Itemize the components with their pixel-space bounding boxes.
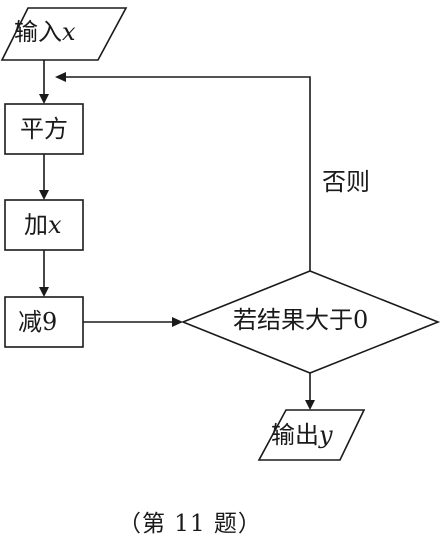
add-x-variable: x	[48, 211, 62, 239]
output-label: 输出y	[271, 423, 333, 447]
square-label: 平方	[20, 117, 68, 141]
loop-back-connector	[66, 76, 311, 271]
arrowhead-add	[39, 190, 49, 200]
add-x-box	[4, 199, 84, 251]
subtract-nine-label: 减9	[18, 310, 57, 334]
decision-label: 若结果大于0	[233, 306, 369, 334]
square-label-text: 平方	[20, 115, 68, 143]
arrowhead-loop	[55, 72, 66, 82]
decision-diamond	[180, 270, 441, 374]
input-shape	[0, 7, 128, 61]
figure-caption: （第 11 题）	[118, 511, 262, 537]
input-label-text: 输入	[14, 18, 62, 46]
arrowhead-decision	[172, 317, 183, 327]
add-x-label: 加x	[24, 213, 62, 237]
output-label-text: 输出	[271, 421, 319, 449]
subtract-nine-label-text: 减9	[18, 308, 58, 336]
loop-label: 否则	[322, 168, 370, 196]
arrowhead-square	[39, 94, 49, 104]
subtract-nine-box	[4, 296, 84, 348]
add-x-label-text: 加	[24, 211, 48, 239]
input-label: 输入x	[14, 20, 76, 44]
square-box	[4, 103, 84, 155]
output-variable: y	[319, 421, 333, 449]
arrowhead-subtract	[39, 287, 49, 297]
output-shape	[257, 409, 366, 461]
input-variable: x	[62, 18, 76, 46]
arrowhead-output	[305, 400, 315, 410]
